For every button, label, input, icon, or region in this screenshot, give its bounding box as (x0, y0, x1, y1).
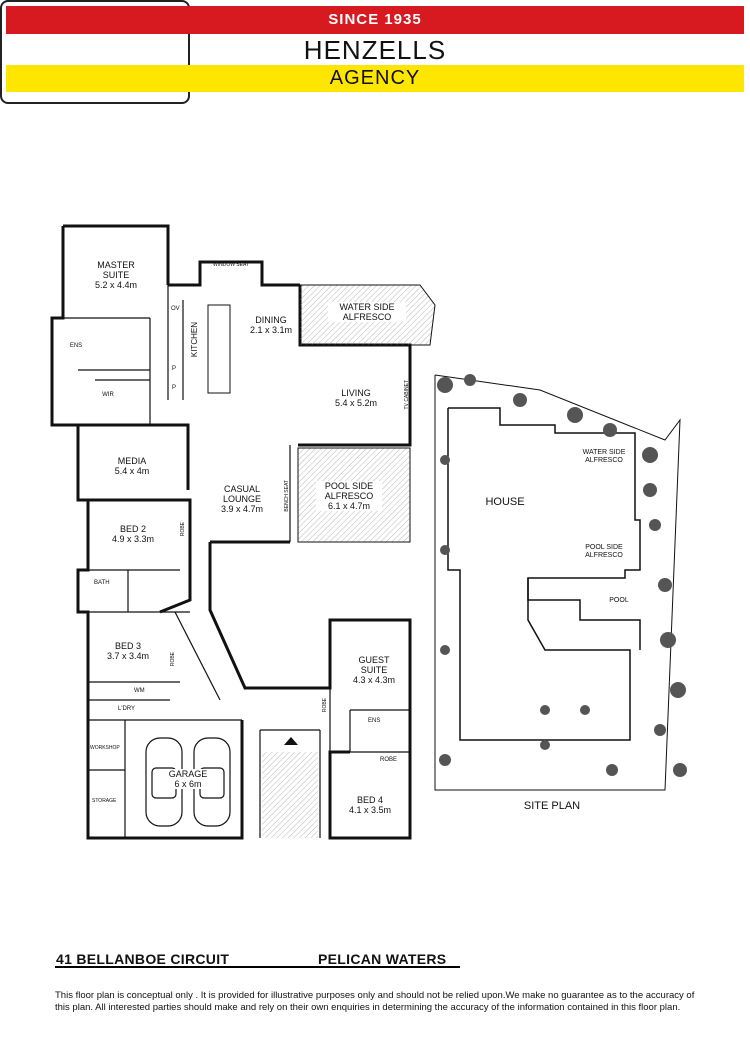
living-size: 5.4 x 5.2m (334, 398, 378, 408)
driveway-area (262, 752, 318, 838)
bench-seat-label: BENCH SEAT (284, 480, 290, 512)
window-seat-label: WINDOW SEAT (212, 262, 249, 268)
dining-size: 2.1 x 3.1m (249, 325, 293, 335)
site-plan-pool-side-label: POOL SIDE ALFRESCO (585, 544, 623, 559)
water-side-alfresco-label: WATER SIDE ALFRESCO (328, 302, 406, 322)
kitchen-label: KITCHEN (190, 322, 199, 358)
pool-side-alfresco-size: 6.1 x 4.7m (316, 501, 382, 511)
bed-4-size: 4.1 x 3.5m (348, 805, 392, 815)
bed-4-label: BED 4 (356, 795, 383, 805)
bed-2-label: BED 2 (119, 524, 146, 534)
ensuite-label: ENS (69, 343, 83, 349)
master-suite-size: 5.2 x 4.4m (94, 280, 138, 290)
casual-lounge-label: CASUAL LOUNGE (222, 484, 261, 504)
robe-4-label: ROBE (380, 757, 398, 763)
walk-in-robe-label: WIR (102, 392, 114, 398)
pantry-label-2: P (172, 385, 177, 391)
robe-3-label: ROBE (322, 698, 328, 713)
site-plan-vegetation (437, 374, 687, 777)
tv-cabinet-label: TV CABINET (404, 380, 410, 410)
robe-2-label: ROBE (170, 652, 176, 667)
casual-lounge-size: 3.9 x 4.7m (220, 504, 264, 514)
pool-side-alfresco-label: POOL SIDE ALFRESCO (316, 481, 382, 501)
site-plan-pool-label: POOL (609, 597, 629, 604)
living-label: LIVING (341, 388, 371, 398)
logo-since: SINCE 1935 (6, 6, 744, 34)
workshop-label: WORKSHOP (90, 745, 120, 751)
master-suite-label: MASTER SUITE (97, 260, 135, 280)
property-suburb: PELICAN WATERS (318, 951, 447, 967)
pantry-label-1: P (172, 366, 177, 372)
property-address: 41 BELLANBOE CIRCUIT (56, 951, 230, 967)
site-plan-drawing (434, 374, 681, 791)
agency-logo: SINCE 1935 HENZELLS AGENCY (0, 0, 744, 104)
logo-name: HENZELLS (303, 35, 447, 65)
garage-label: GARAGE (160, 769, 216, 779)
robe-1-label: ROBE (180, 522, 186, 537)
media-size: 5.4 x 4m (114, 466, 150, 476)
logo-agency: AGENCY (6, 65, 744, 92)
entry-arrow-icon (284, 737, 298, 745)
bed-3-size: 3.7 x 3.4m (106, 651, 150, 661)
guest-suite-size: 4.3 x 4.3m (352, 675, 396, 685)
dining-label: DINING (255, 315, 287, 325)
oven-label: OV (171, 306, 180, 312)
garage-size: 6 x 6m (160, 779, 216, 789)
bath-label: BATH (94, 580, 110, 586)
bed-3-label: BED 3 (114, 641, 141, 651)
laundry-label: L'DRY (118, 706, 136, 712)
kitchen-island (207, 304, 231, 394)
site-plan-title: SITE PLAN (523, 800, 581, 812)
site-plan-house-label: HOUSE (485, 496, 525, 508)
guest-suite-label: GUEST SUITE (358, 655, 390, 675)
bed-2-size: 4.9 x 3.3m (111, 534, 155, 544)
media-label: MEDIA (117, 456, 147, 466)
interior-walls (63, 285, 410, 838)
washing-machine-label: WM (134, 688, 145, 694)
footer-rule (55, 966, 460, 968)
disclaimer-text: This floor plan is conceptual only . It … (55, 990, 695, 1013)
site-plan-water-side-label: WATER SIDE ALFRESCO (582, 449, 626, 464)
storage-label: STORAGE (92, 798, 117, 804)
ensuite-2-label: ENS (368, 718, 381, 724)
